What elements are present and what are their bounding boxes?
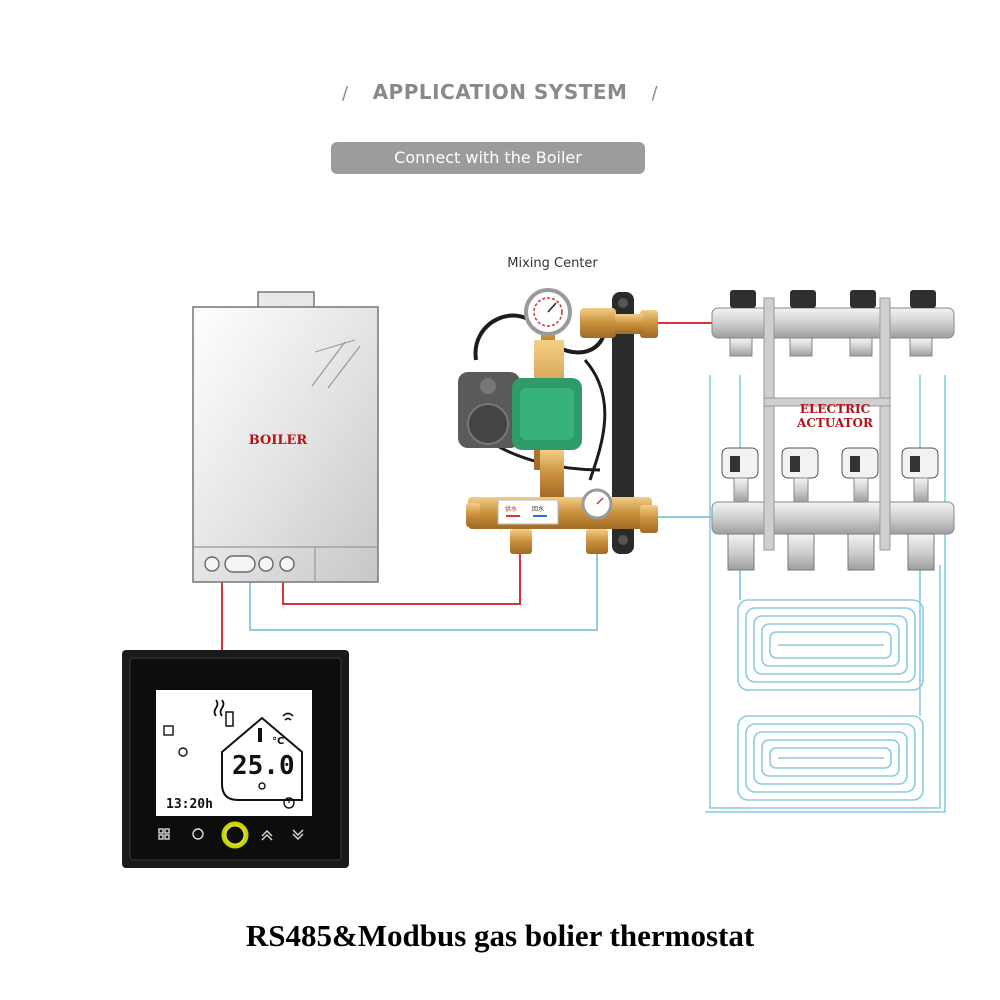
- time-readout: 13:20h: [166, 797, 213, 812]
- thermostat-screen: [156, 690, 312, 816]
- temperature-unit: °C: [272, 736, 284, 747]
- svg-text:回水: 回水: [532, 505, 544, 513]
- decorative-slash-left: /: [341, 83, 349, 104]
- sun-icon: [258, 782, 266, 790]
- product-title: RS485&Modbus gas bolier thermostat: [245, 918, 755, 953]
- manifold-top-caps: [730, 290, 936, 308]
- thermostat-buttons: [158, 828, 304, 841]
- pipes: [221, 322, 716, 655]
- lock-icon: [163, 725, 174, 736]
- economy-icon: [178, 747, 188, 757]
- boiler-control-panel: [204, 555, 295, 573]
- cold-return-pipe: [249, 552, 598, 631]
- page-title: APPLICATION SYSTEM: [372, 80, 628, 104]
- manifold-lower-outlets: [727, 533, 935, 571]
- house-icon: [221, 716, 303, 801]
- hot-supply-pipe: [282, 552, 521, 605]
- electric-actuator-label-line2: ACTUATOR: [797, 416, 873, 430]
- power-ring-button: [221, 821, 249, 849]
- thermometer-icon: [258, 728, 262, 742]
- temperature-readout: 25.0: [232, 751, 295, 781]
- decorative-slash-right: /: [651, 83, 659, 104]
- electric-actuators: [721, 447, 939, 503]
- heating-icon: [213, 699, 219, 717]
- header-title: / APPLICATION SYSTEM /: [0, 80, 1000, 104]
- thermostat: 25.0 °C 13:20h: [122, 650, 349, 868]
- clock-icon: [283, 797, 295, 809]
- subtitle-badge: Connect with the Boiler: [331, 142, 645, 174]
- svg-text:供水: 供水: [505, 505, 517, 513]
- boiler: [192, 291, 379, 583]
- boiler-label: BOILER: [248, 433, 308, 448]
- electric-actuator-label-line1: ELECTRIC: [799, 402, 871, 416]
- manifolds: [711, 297, 955, 551]
- wifi-icon: [282, 712, 294, 717]
- electric-actuator-label: ELECTRIC ACTUATOR: [780, 402, 890, 430]
- underfloor-loops: [705, 375, 946, 813]
- manifold-upper-outlets: [729, 337, 933, 357]
- mixing-center: 供水 回水: [458, 288, 658, 554]
- mixing-center-label: Mixing Center: [507, 256, 598, 271]
